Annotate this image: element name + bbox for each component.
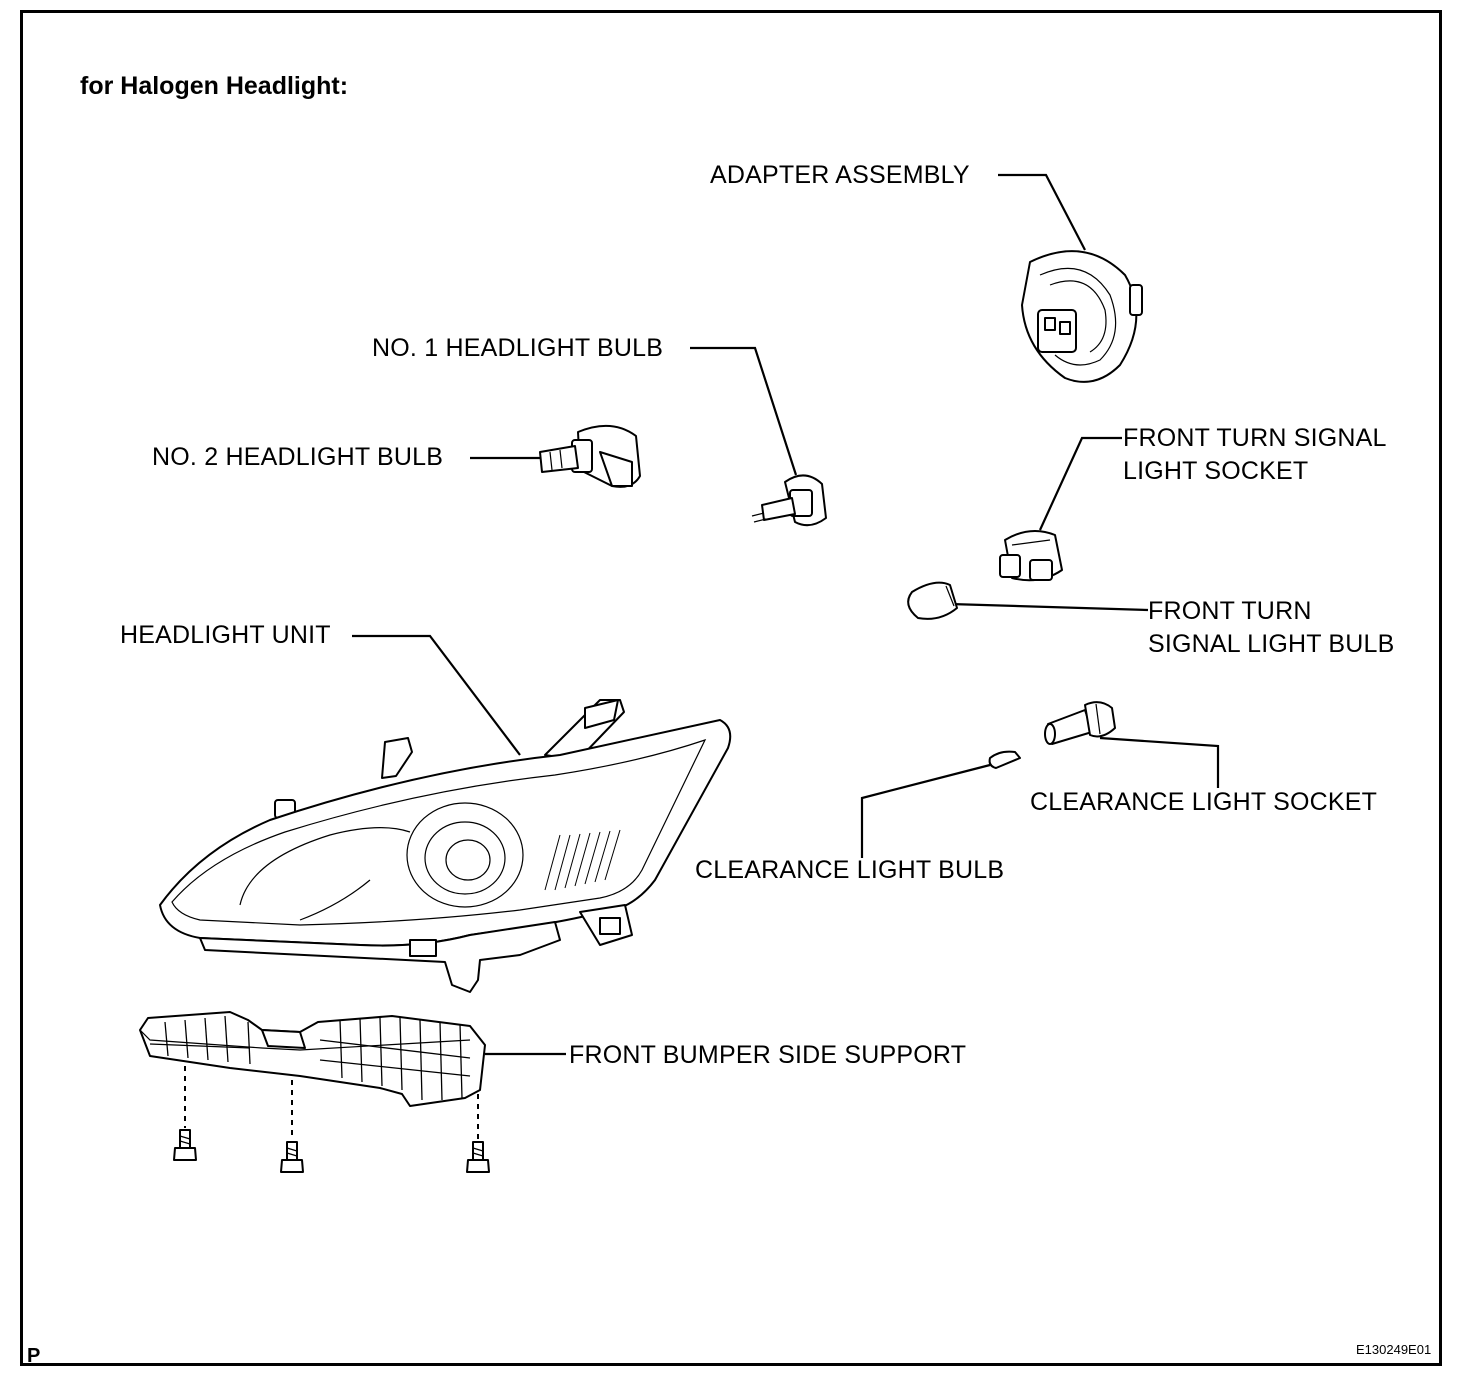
screws bbox=[173, 1066, 490, 1173]
figure-id: E130249E01 bbox=[1356, 1342, 1432, 1357]
no2-bulb-drawing bbox=[539, 425, 641, 488]
diagram-frame bbox=[20, 10, 1442, 1366]
label-front-bumper-side-support: FRONT BUMPER SIDE SUPPORT bbox=[569, 1041, 967, 1069]
clearance-bulb-drawing bbox=[988, 750, 1021, 769]
clearance-socket-drawing bbox=[1044, 701, 1116, 745]
leader-clearance-bulb bbox=[860, 763, 991, 858]
label-front-turn-signal-light-socket: FRONT TURN SIGNAL LIGHT SOCKET bbox=[1123, 424, 1387, 485]
turn-signal-socket-drawing bbox=[999, 530, 1063, 582]
leader-headlight-unit bbox=[352, 634, 521, 756]
label-clearance-light-socket: CLEARANCE LIGHT SOCKET bbox=[1030, 788, 1378, 816]
leader-turn-signal-bulb bbox=[949, 602, 1149, 612]
leader-clearance-socket bbox=[1099, 736, 1220, 788]
diagram-title: for Halogen Headlight: bbox=[80, 72, 349, 100]
screw-3 bbox=[466, 1141, 490, 1173]
screw-2 bbox=[280, 1141, 304, 1173]
label-no2-headlight-bulb: NO. 2 HEADLIGHT BULB bbox=[152, 443, 444, 471]
turn-signal-bulb-drawing bbox=[907, 581, 958, 620]
label-headlight-unit: HEADLIGHT UNIT bbox=[120, 621, 331, 649]
corner-mark: P bbox=[27, 1345, 41, 1367]
leader-lines bbox=[352, 173, 1220, 1056]
adapter-assembly-drawing bbox=[1021, 250, 1143, 383]
label-clearance-light-bulb: CLEARANCE LIGHT BULB bbox=[695, 856, 1005, 884]
bumper-support-drawing bbox=[139, 1011, 486, 1107]
headlight-unit-drawing bbox=[159, 699, 732, 993]
label-adapter-assembly: ADAPTER ASSEMBLY bbox=[710, 161, 970, 189]
label-front-turn-signal-light-bulb: FRONT TURN SIGNAL LIGHT BULB bbox=[1148, 597, 1395, 658]
leader-turn-signal-socket bbox=[1038, 436, 1122, 531]
label-no1-headlight-bulb: NO. 1 HEADLIGHT BULB bbox=[372, 334, 664, 362]
no1-bulb-drawing bbox=[751, 474, 827, 527]
screw-1 bbox=[173, 1129, 197, 1161]
leader-adapter-assembly bbox=[998, 173, 1086, 251]
leader-no1-headlight-bulb bbox=[690, 346, 798, 476]
